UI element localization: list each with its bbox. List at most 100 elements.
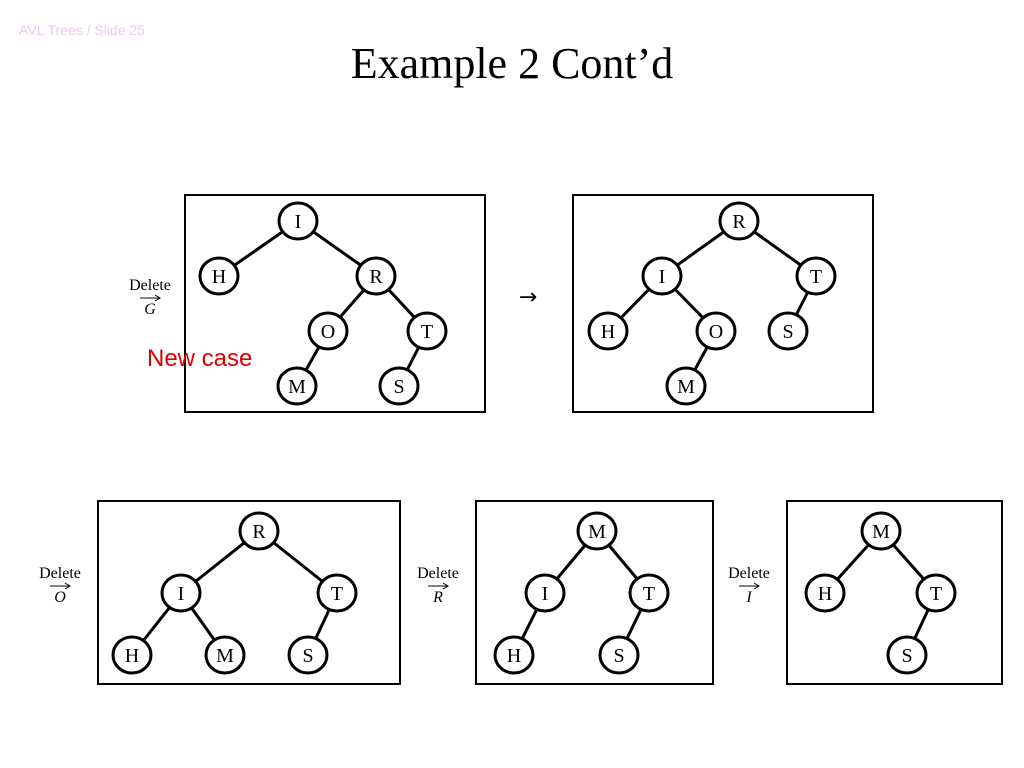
node-circle (628, 573, 670, 613)
tree-node: M (665, 366, 707, 406)
node-label: T (643, 583, 655, 605)
node-label: S (613, 645, 624, 667)
node-label: M (288, 376, 306, 398)
tree-panel: R I T H M S (97, 500, 401, 685)
tree-node: M (576, 511, 618, 551)
node-circle (886, 635, 928, 675)
tree-node: H (111, 635, 153, 675)
operation-word: Delete (39, 565, 81, 582)
tree-node: I (641, 256, 683, 296)
node-label: S (393, 376, 404, 398)
tree-node: S (287, 635, 329, 675)
tree-node: R (355, 256, 397, 296)
operation-arrowhead (753, 582, 760, 590)
tree-frame (97, 500, 401, 685)
node-circle (378, 366, 420, 406)
node-label: T (331, 583, 343, 605)
node-circle (204, 635, 246, 675)
node-circle (576, 511, 618, 551)
node-label: T (930, 583, 942, 605)
node-label: S (302, 645, 313, 667)
node-circle (641, 256, 683, 296)
node-label: I (295, 211, 302, 233)
tree-node: T (915, 573, 957, 613)
node-label: R (369, 266, 383, 288)
node-circle (198, 256, 240, 296)
tree-panel: M I T H S (475, 500, 714, 685)
node-circle (795, 256, 837, 296)
tree-node: I (524, 573, 566, 613)
operation-arrowhead (154, 294, 161, 302)
operation-word: Delete (417, 565, 459, 582)
tree-node: H (587, 311, 629, 351)
tree-node: O (307, 311, 349, 351)
tree-frame (786, 500, 1003, 685)
slide-title: Example 2 Cont’d (350, 39, 674, 88)
node-label: S (782, 321, 793, 343)
tree-node: T (316, 573, 358, 613)
tree-node: M (204, 635, 246, 675)
tree-panel: M H T S (786, 500, 1003, 685)
slide-header: AVL Trees / Slide 25 (19, 22, 146, 38)
node-circle (406, 311, 448, 351)
node-label: I (178, 583, 185, 605)
node-label: M (216, 645, 234, 667)
node-label: I (542, 583, 549, 605)
node-circle (287, 635, 329, 675)
tree-frame (475, 500, 714, 685)
node-circle (276, 366, 318, 406)
tree-node: R (718, 201, 760, 241)
node-label: S (901, 645, 912, 667)
node-label: T (421, 321, 433, 343)
tree-frame (572, 194, 874, 413)
node-label: H (125, 645, 139, 667)
node-label: M (677, 376, 695, 398)
node-label: I (659, 266, 666, 288)
node-circle (695, 311, 737, 351)
node-label: R (732, 211, 746, 233)
node-label: O (321, 321, 335, 343)
operation-word: Delete (129, 277, 171, 294)
tree-node: H (493, 635, 535, 675)
tree-panel: I H R O T M S (184, 194, 486, 413)
node-circle (804, 573, 846, 613)
tree-node: T (795, 256, 837, 296)
tree-node: S (378, 366, 420, 406)
node-label: H (601, 321, 615, 343)
tree-node: M (860, 511, 902, 551)
node-label: O (709, 321, 723, 343)
node-circle (718, 201, 760, 241)
operation-word: Delete (728, 565, 770, 582)
tree-node: S (767, 311, 809, 351)
operation-letter: G (144, 301, 156, 318)
node-circle (767, 311, 809, 351)
node-circle (587, 311, 629, 351)
tree-node: R (238, 511, 280, 551)
node-circle (860, 511, 902, 551)
tree-node: H (198, 256, 240, 296)
node-label: T (810, 266, 822, 288)
operation-arrowhead (442, 582, 449, 590)
tree-node: T (406, 311, 448, 351)
node-circle (238, 511, 280, 551)
tree-node: I (160, 573, 202, 613)
node-circle (915, 573, 957, 613)
node-circle (111, 635, 153, 675)
operation-letter: R (432, 589, 443, 606)
node-label: M (872, 521, 890, 543)
node-circle (493, 635, 535, 675)
node-circle (307, 311, 349, 351)
node-label: H (818, 583, 832, 605)
tree-node: S (886, 635, 928, 675)
tree-node: H (804, 573, 846, 613)
tree-node: S (598, 635, 640, 675)
node-circle (524, 573, 566, 613)
operation-arrowhead (64, 582, 71, 590)
tree-node: O (695, 311, 737, 351)
node-circle (665, 366, 707, 406)
operation-letter: O (54, 589, 66, 606)
